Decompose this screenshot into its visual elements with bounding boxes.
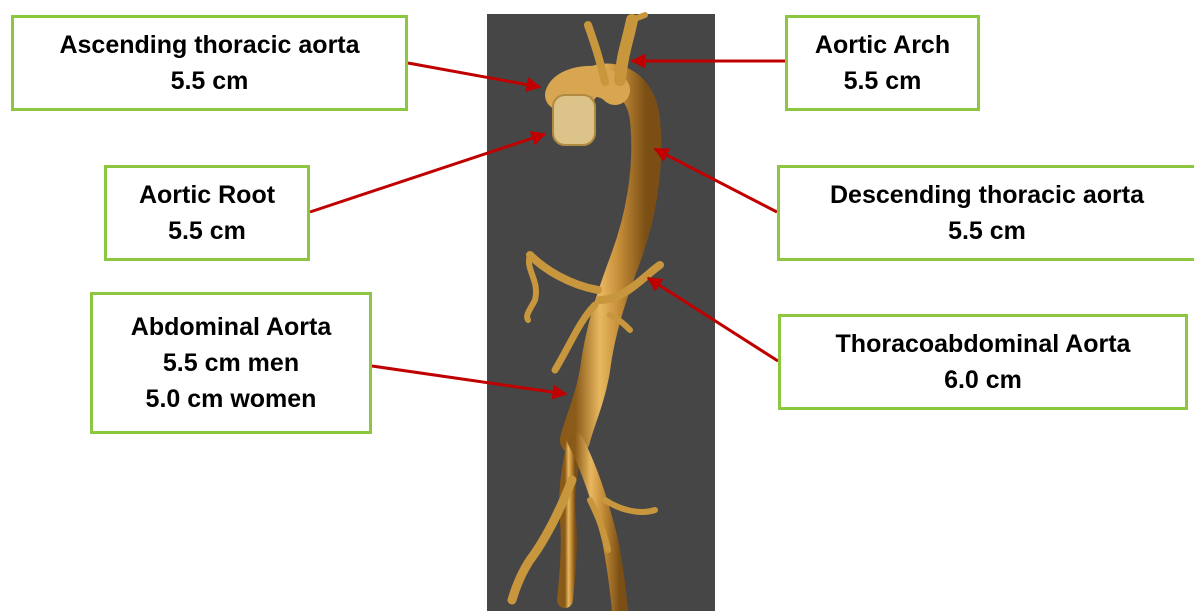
label-value: 5.5 cm [844,63,922,99]
label-title: Aortic Root [139,177,275,213]
label-aortic-arch: Aortic Arch 5.5 cm [785,15,980,111]
label-title: Abdominal Aorta [131,309,331,345]
label-aortic-root: Aortic Root 5.5 cm [104,165,310,261]
label-value: 6.0 cm [944,362,1022,398]
label-title: Aortic Arch [815,27,950,63]
label-title: Descending thoracic aorta [830,177,1144,213]
label-descending-thoracic-aorta: Descending thoracic aorta 5.5 cm [777,165,1194,261]
label-value-women: 5.0 cm women [146,381,317,417]
label-value: 5.5 cm [171,63,249,99]
label-thoracoabdominal-aorta: Thoracoabdominal Aorta 6.0 cm [778,314,1188,410]
label-title: Ascending thoracic aorta [59,27,359,63]
label-value: 5.5 cm [948,213,1026,249]
label-title: Thoracoabdominal Aorta [836,326,1131,362]
label-abdominal-aorta: Abdominal Aorta 5.5 cm men 5.0 cm women [90,292,372,434]
label-value: 5.5 cm [168,213,246,249]
label-value-men: 5.5 cm men [163,345,299,381]
label-ascending-thoracic-aorta: Ascending thoracic aorta 5.5 cm [11,15,408,111]
